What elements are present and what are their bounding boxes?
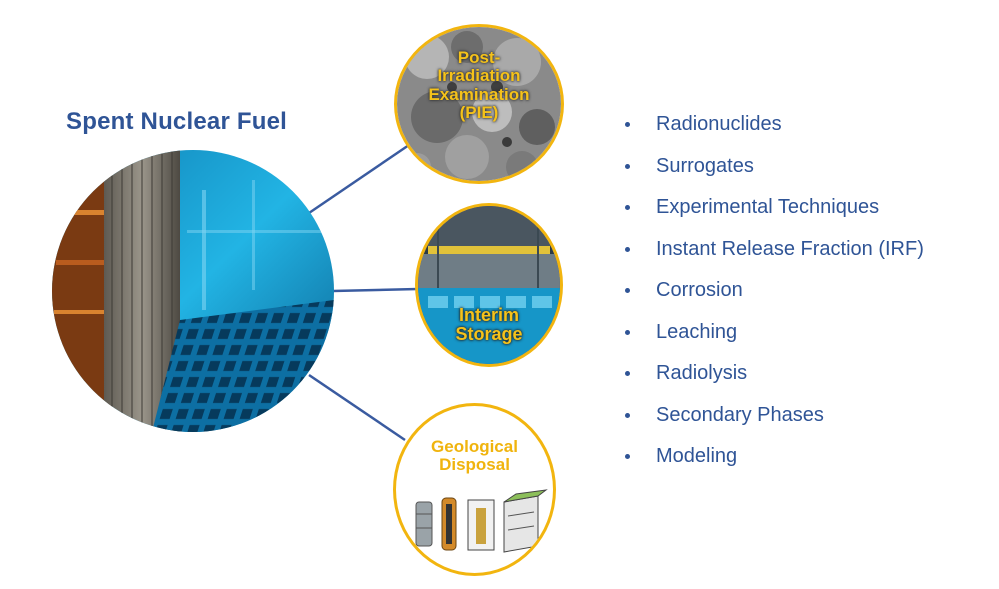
pie-label-line: (PIE) [459,103,499,123]
diagram-title: Spent Nuclear Fuel [66,108,287,135]
bullet-dot [625,454,630,459]
list-item: Leaching [622,321,924,363]
connector-disposal [308,373,406,442]
geological-disposal-node: Geological Disposal [393,403,556,576]
bullet-dot [625,246,630,252]
bullet-dot [625,371,630,376]
list-item: Surrogates [622,155,924,197]
list-item-label: Experimental Techniques [656,196,880,218]
interim-storage-node: Interim Storage [415,203,563,367]
disposal-barrier-illustration [415,489,548,553]
bullet-dot [625,122,630,127]
list-item-label: Radionuclides [656,113,782,135]
bullet-dot [625,205,630,210]
pie-label-line: Examination [428,84,530,104]
list-item: Modeling [622,445,924,487]
bullet-dot [625,288,630,293]
bullet-dot [625,163,630,169]
list-item-label: Radiolysis [656,362,748,384]
connector-storage [332,287,419,293]
storage-label-line: Storage [455,324,523,345]
list-item-label: Leaching [656,320,738,343]
storage-label-line: Interim [458,305,519,325]
disposal-label-line: Disposal [439,455,510,475]
micrograph-image [397,27,561,181]
list-item-label: Corrosion [656,279,743,301]
pie-label: Post- Irradiation Examination (PIE) [397,48,561,123]
list-item-label: Surrogates [656,154,754,177]
research-topics-list: Radionuclides Surrogates Experimental Te… [622,113,924,487]
bullet-dot [625,412,630,418]
list-item-label: Instant Release Fraction (IRF) [656,237,924,260]
disposal-label-line: Geological [431,437,518,456]
list-item: Instant Release Fraction (IRF) [622,238,924,280]
list-item: Radiolysis [622,362,924,404]
pie-node: Post- Irradiation Examination (PIE) [394,24,564,184]
storage-label: Interim Storage [418,305,560,345]
pie-label-line: Irradiation [437,66,521,86]
spent-fuel-pool-image [52,150,334,432]
list-item-label: Secondary Phases [656,403,824,426]
bullet-dot [625,329,630,335]
list-item-label: Modeling [656,445,738,467]
list-item: Radionuclides [622,113,924,155]
pie-label-line: Post- [457,48,501,67]
list-item: Secondary Phases [622,404,924,446]
list-item: Corrosion [622,279,924,321]
storage-hall-image [418,206,560,364]
list-item: Experimental Techniques [622,196,924,238]
connector-pie [308,143,410,215]
disposal-label: Geological Disposal [396,437,553,475]
